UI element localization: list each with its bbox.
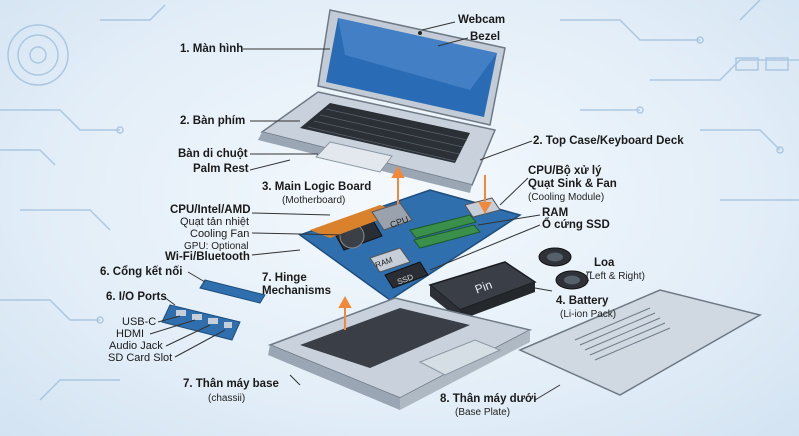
label-li-ion: (Li-ion Pack) xyxy=(560,309,617,320)
leader-lines xyxy=(149,21,592,401)
label-ports-vi: 6. Cổng kết nối xyxy=(100,266,183,278)
label-fan-vi: Quạt tản nhiệt xyxy=(180,216,250,228)
label-logic-board: 3. Main Logic Board xyxy=(262,181,372,193)
label-motherboard: (Motherboard) xyxy=(282,195,346,206)
exploded-arrows xyxy=(338,165,492,330)
label-webcam: Webcam xyxy=(458,14,506,26)
label-touchpad: Bàn di chuột xyxy=(178,148,248,160)
label-hdmi: HDMI xyxy=(116,328,145,340)
label-ram: RAM xyxy=(542,207,569,219)
label-sd-card: SD Card Slot xyxy=(108,352,173,364)
label-left-right: (Left & Right) xyxy=(586,271,645,282)
label-cooling-fan: Cooling Fan xyxy=(190,228,250,240)
label-base-vi: 8. Thân máy dưới xyxy=(440,393,537,405)
label-sink-fan: Quạt Sink & Fan xyxy=(528,178,617,190)
base-plate xyxy=(518,289,762,396)
label-battery: 4. Battery xyxy=(556,295,609,307)
label-wifi: Wi-Fi/Bluetooth xyxy=(165,251,250,263)
motherboard xyxy=(298,189,522,301)
speakers xyxy=(538,247,589,290)
label-gpu: GPU: Optional xyxy=(184,241,249,252)
label-hinge: 7. Hinge xyxy=(262,272,307,284)
label-palm-rest: Palm Rest xyxy=(193,163,249,175)
laptop-screen-lid xyxy=(317,9,506,126)
label-cpu-intel-amd: CPU/Intel/AMD xyxy=(170,204,251,216)
io-boards xyxy=(161,279,266,341)
label-keyboard: 2. Bàn phím xyxy=(180,115,246,127)
label-top-case: 2. Top Case/Keyboard Deck xyxy=(533,135,684,147)
label-speaker: Loa xyxy=(594,257,615,269)
label-ssd-vi: Ổ cứng SSD xyxy=(542,219,610,231)
label-screen: 1. Màn hình xyxy=(180,43,244,55)
label-audio-jack: Audio Jack xyxy=(109,340,163,352)
label-chassis-vi: 7. Thân máy base xyxy=(183,378,279,390)
label-bezel: Bezel xyxy=(470,31,501,43)
label-chassis: (chassii) xyxy=(208,393,246,404)
chassis-base xyxy=(267,297,533,410)
label-base-plate: (Base Plate) xyxy=(455,407,511,418)
label-cpu-vi: CPU/Bộ xử lý xyxy=(528,165,602,177)
label-usbc: USB-C xyxy=(122,316,157,328)
label-cooling-module: (Cooling Module) xyxy=(528,192,605,203)
label-hinge-mechanisms: Mechanisms xyxy=(262,285,332,297)
circuit-decoration xyxy=(0,0,799,401)
label-io-ports: 6. I/O Ports xyxy=(106,291,167,303)
keyboard-top-case xyxy=(258,91,497,193)
